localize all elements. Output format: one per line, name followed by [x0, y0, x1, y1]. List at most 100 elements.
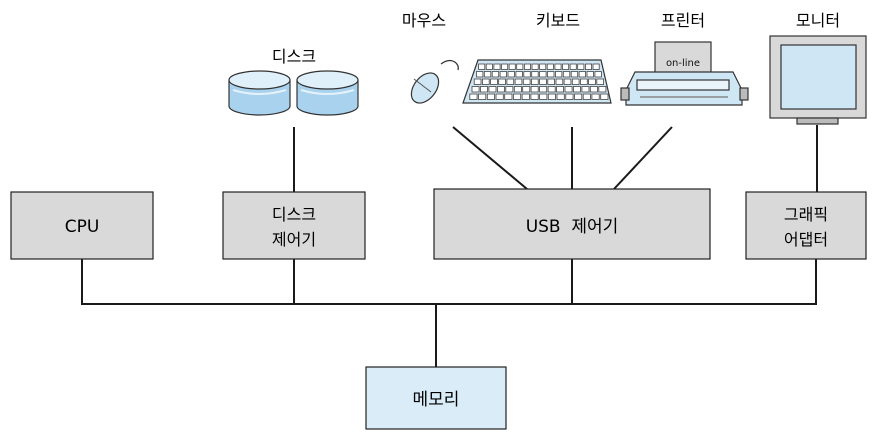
- disk-platter-right-icon: [296, 70, 359, 116]
- disk-controller-box: 디스크 제어기: [222, 191, 366, 260]
- keyboard-key: [506, 78, 515, 85]
- keyboard-key: [490, 78, 498, 85]
- keyboard-key: [522, 78, 531, 85]
- keyboard-key: [556, 86, 564, 93]
- keyboard-key: [531, 71, 539, 78]
- keyboard-key: [539, 78, 547, 85]
- keyboard-key: [499, 71, 508, 78]
- keyboard-key: [589, 86, 598, 93]
- keyboard-key: [481, 78, 490, 85]
- keyboard-key: [495, 93, 504, 100]
- keyboard-key: [539, 93, 548, 100]
- keyboard-key: [508, 63, 516, 70]
- keyboard-key: [582, 93, 591, 100]
- keyboard-key: [539, 71, 547, 78]
- disk-label: 디스크: [272, 47, 316, 66]
- keyboard-key: [562, 63, 570, 70]
- keyboard-key: [600, 93, 609, 100]
- keyboard-key: [513, 86, 522, 93]
- keyboard-key: [569, 63, 577, 70]
- memory-label: 메모리: [413, 390, 460, 410]
- keyboard-key: [505, 86, 514, 93]
- keyboard-key: [501, 63, 509, 70]
- keyboard-key: [513, 93, 522, 100]
- keyboard-key: [531, 78, 539, 85]
- keyboard-key: [539, 86, 548, 93]
- keyboard-key: [475, 71, 484, 78]
- keyboard-key: [539, 63, 547, 70]
- graphics-adapter-box: 그래픽 어댑터: [745, 191, 867, 260]
- keyboard-key: [493, 63, 501, 70]
- printer-icon: on-line: [620, 41, 749, 106]
- keyboard-key: [577, 63, 585, 70]
- keyboard-key: [591, 93, 600, 100]
- keyboard-key: [574, 93, 583, 100]
- keyboard-key: [598, 86, 607, 93]
- cpu-box: CPU: [10, 191, 154, 260]
- keyboard-key: [573, 86, 581, 93]
- monitor-label: 모니터: [796, 11, 840, 30]
- usb-controller-box: USB 제어기: [433, 188, 711, 260]
- keyboard-key: [596, 78, 604, 85]
- disk-controller-label-1: 디스크: [272, 205, 316, 224]
- mouse-label: 마우스: [402, 11, 446, 30]
- keyboard-key: [516, 63, 524, 70]
- bus-lines: [81, 125, 818, 367]
- mouse-icon: [410, 60, 459, 104]
- printer-status-text: on-line: [666, 58, 700, 69]
- keyboard-key: [471, 86, 480, 93]
- disk-icon: [228, 70, 359, 116]
- cpu-label: CPU: [65, 217, 100, 237]
- keyboard-key: [478, 93, 487, 100]
- keyboard-key: [570, 71, 579, 78]
- keyboard-key: [473, 78, 482, 85]
- keyboard-key: [592, 63, 600, 70]
- keyboard-key: [522, 86, 531, 93]
- keyboard-key: [521, 93, 530, 100]
- keyboard-label: 키보드: [536, 11, 580, 30]
- keyboard-key: [530, 86, 539, 93]
- keyboard-key: [571, 78, 580, 85]
- keyboard-key: [496, 86, 505, 93]
- keyboard-key: [547, 93, 556, 100]
- monitor-icon: [769, 35, 867, 125]
- disk-controller-label-2: 제어기: [272, 230, 316, 249]
- keyboard-key: [555, 78, 564, 85]
- keyboard-key: [507, 71, 515, 78]
- memory-box: 메모리: [365, 366, 507, 430]
- keyboard-key: [556, 93, 565, 100]
- usb-controller-label: USB 제어기: [526, 217, 619, 237]
- graphics-adapter-label-2: 어댑터: [784, 230, 828, 249]
- keyboard-key: [586, 71, 594, 78]
- keyboard-key: [546, 63, 554, 70]
- keyboard-key: [483, 71, 492, 78]
- graphics-adapter-label-1: 그래픽: [784, 205, 828, 224]
- keyboard-key: [547, 71, 555, 78]
- keyboard-key: [581, 86, 590, 93]
- keyboard-key: [564, 86, 573, 93]
- keyboard-key: [469, 93, 478, 100]
- keyboard-icon: [462, 59, 612, 104]
- keyboard-key: [515, 71, 523, 78]
- keyboard-key: [498, 78, 506, 85]
- keyboard-key: [485, 63, 493, 70]
- keyboard-key: [547, 78, 555, 85]
- keyboard-key: [555, 71, 563, 78]
- printer-label: 프린터: [661, 11, 705, 30]
- keyboard-key: [488, 86, 497, 93]
- keyboard-keys: [469, 63, 609, 100]
- keyboard-key: [580, 78, 588, 85]
- keyboard-key: [594, 71, 602, 78]
- keyboard-key: [585, 63, 593, 70]
- keyboard-key: [565, 93, 574, 100]
- keyboard-key: [578, 71, 586, 78]
- keyboard-key: [523, 71, 531, 78]
- keyboard-key: [563, 78, 572, 85]
- keyboard-key: [547, 86, 556, 93]
- keyboard-key: [504, 93, 513, 100]
- keyboard-key: [588, 78, 596, 85]
- keyboard-key: [562, 71, 571, 78]
- keyboard-key: [530, 93, 539, 100]
- keyboard-key: [479, 86, 488, 93]
- keyboard-key: [554, 63, 562, 70]
